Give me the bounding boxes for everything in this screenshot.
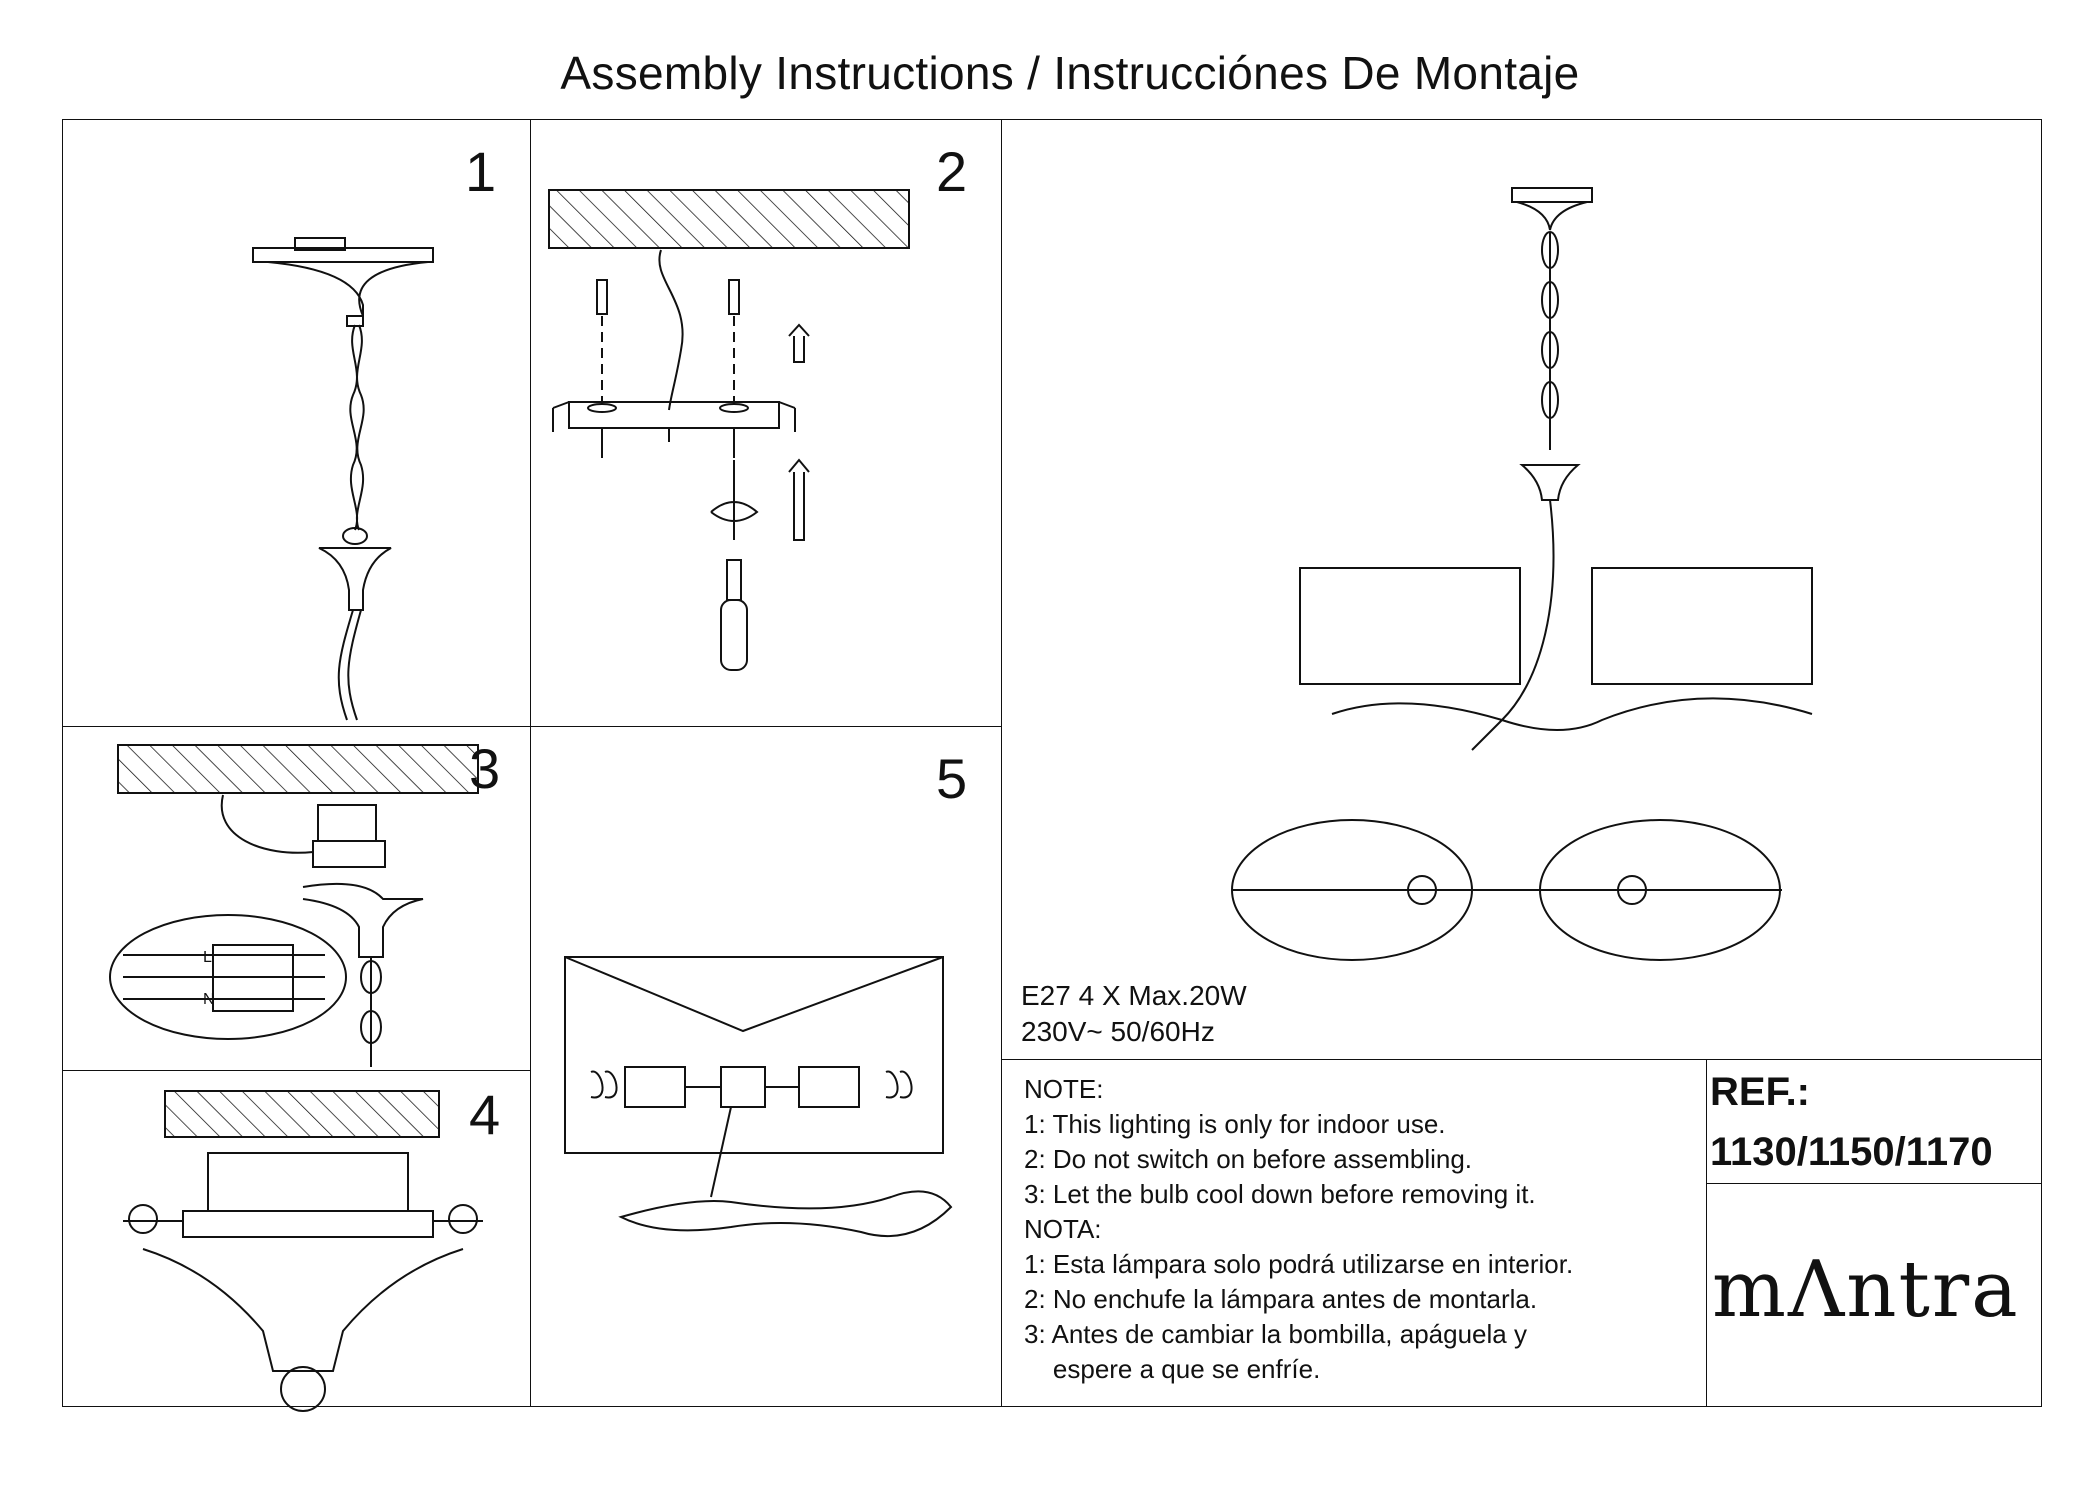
reference-numbers: 1130/1150/1170 [1710,1130,1993,1174]
wire-label-n: N [203,991,215,1008]
electrical-specs: E27 4 X Max.20W 230V~ 50/60Hz [1021,978,1247,1050]
reference-block: REF.: 1130/1150/1170 [1710,1062,1993,1182]
step-5-number: 5 [936,747,968,810]
note-es-1: 1: Esta lámpara solo podrá utilizarse en… [1024,1249,1574,1279]
page-title: Assembly Instructions / Instrucciónes De… [560,47,1580,99]
notes-panel [1001,1059,1707,1407]
overview-drawing [1231,187,1813,961]
brand-logo-text: mΛntra [1712,1245,2020,1335]
reference-panel [1706,1059,2042,1184]
step-2-drawing [548,189,910,671]
step-2-panel: 2 [530,119,1002,727]
note-en-1: 1: This lighting is only for indoor use. [1024,1109,1446,1139]
note-heading-en: NOTE: [1024,1074,1104,1104]
reference-label: REF.: [1710,1070,1810,1114]
spec-bulb-line: E27 4 X Max.20W [1021,980,1247,1011]
step-3-panel: 3 L N [62,726,531,1071]
note-en-3: 3: Let the bulb cool down before removin… [1024,1179,1536,1209]
step-2-number: 2 [936,140,968,203]
overview-panel: E27 4 X Max.20W 230V~ 50/60Hz [1001,119,2042,1060]
brand-logo: mΛntra [1712,1245,2020,1335]
note-en-2: 2: Do not switch on before assembling. [1024,1144,1473,1174]
step-4-drawing [123,1090,483,1412]
note-es-2: 2: No enchufe la lámpara antes de montar… [1024,1284,1538,1314]
step-1-number: 1 [465,140,497,203]
note-heading-es: NOTA: [1024,1214,1102,1244]
step-5-panel: 5 [530,726,1002,1407]
step-1-drawing [252,237,434,721]
notes-block: NOTE: 1: This lighting is only for indoo… [1024,1072,1573,1387]
step-4-number: 4 [469,1083,501,1146]
spec-voltage-line: 230V~ 50/60Hz [1021,1016,1215,1047]
step-5-drawing [564,956,953,1238]
step-3-drawing: L N [109,744,479,1067]
step-4-panel: 4 [62,1070,531,1412]
step-1-panel: 1 [62,119,531,727]
note-es-4: espere a que se enfríe. [1024,1354,1321,1384]
logo-panel [1706,1183,2042,1407]
note-es-3: 3: Antes de cambiar la bombilla, apáguel… [1024,1319,1527,1349]
wire-label-l: L [203,949,212,966]
